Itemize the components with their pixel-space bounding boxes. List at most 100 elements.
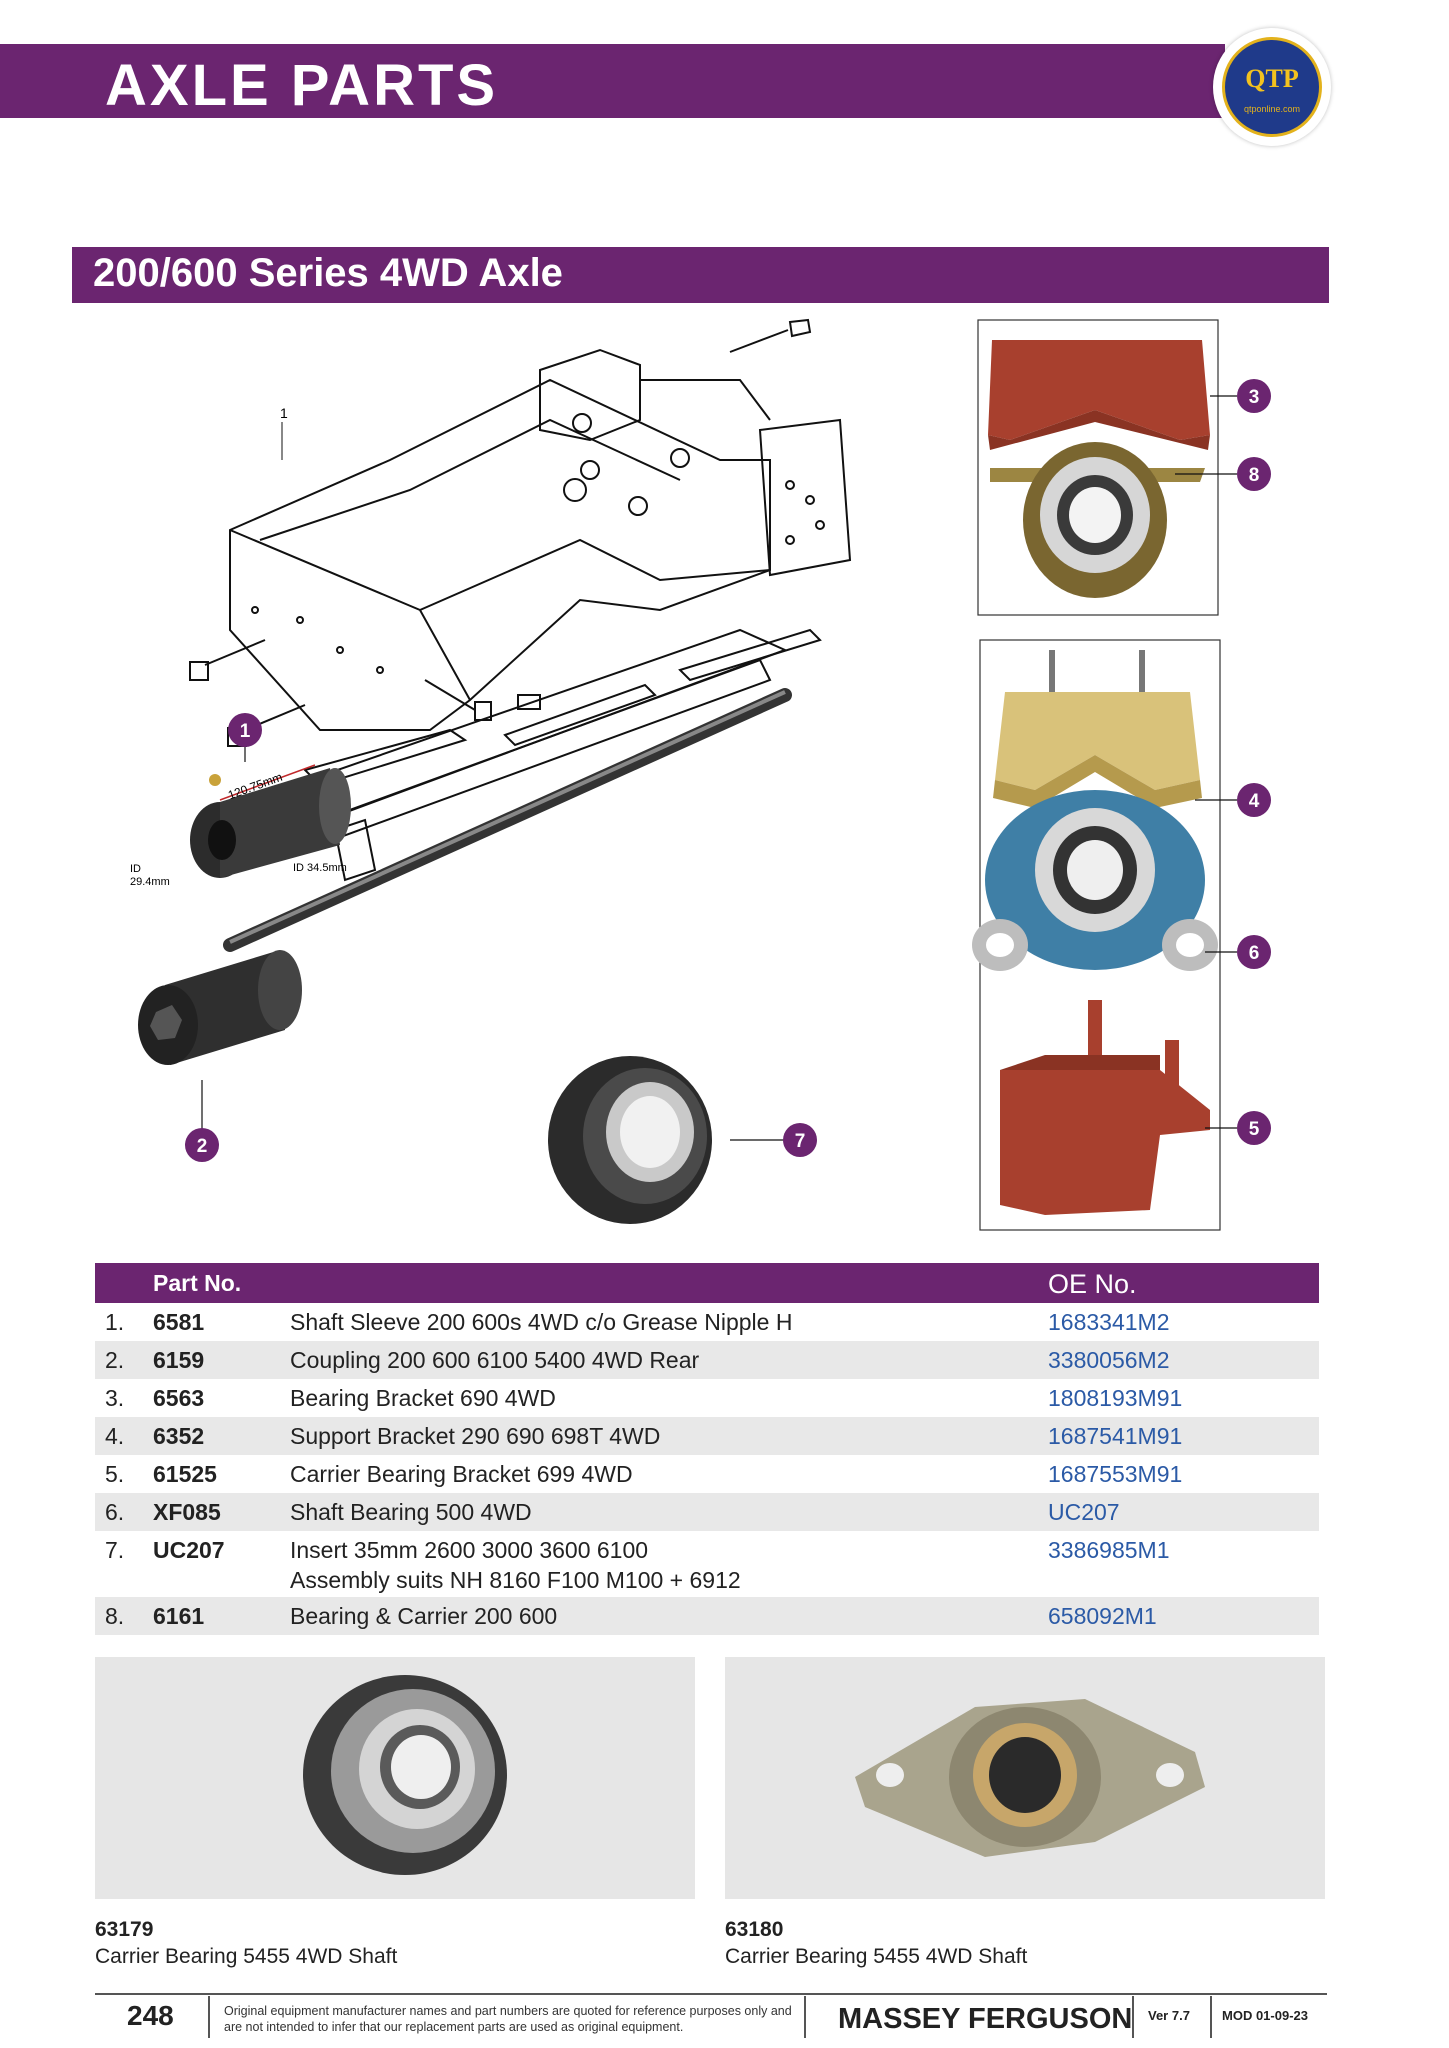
footer-separator — [208, 1996, 210, 2038]
part-description: Shaft Bearing 500 4WD — [290, 1499, 532, 1525]
page-title: AXLE PARTS — [105, 53, 499, 118]
footer-separator — [804, 1996, 806, 2038]
callout-1: 1 — [228, 713, 262, 747]
table-row: 1. 6581 Shaft Sleeve 200 600s 4WD c/o Gr… — [95, 1303, 1319, 1341]
frame-label: 1 — [280, 405, 288, 421]
axle-frame-drawing — [229, 348, 852, 731]
svg-text:7: 7 — [795, 1131, 806, 1152]
part-number: 6352 — [153, 1423, 205, 1449]
part-description: Bearing Bracket 690 4WD — [290, 1385, 556, 1411]
callout-5: 5 — [1237, 1111, 1271, 1145]
dimension-id-left: ID — [130, 863, 141, 875]
row-number: 3. — [105, 1385, 125, 1411]
table-row: 8. 6161 Bearing & Carrier 200 600 658092… — [95, 1597, 1319, 1635]
footer-mod-date: MOD 01-09-23 — [1222, 2008, 1308, 2023]
callout-8: 8 — [1237, 457, 1271, 491]
row-number: 6. — [105, 1499, 125, 1525]
header-oe-no: OE No. — [1048, 1269, 1137, 1299]
table-row: 6. XF085 Shaft Bearing 500 4WD UC207 — [95, 1493, 1319, 1531]
footer-version: Ver 7.7 — [1148, 2008, 1190, 2023]
part-number: 6159 — [153, 1347, 205, 1373]
svg-text:1: 1 — [240, 721, 251, 742]
callout-7: 7 — [783, 1123, 817, 1157]
part-number: 6581 — [153, 1309, 205, 1335]
parts-table: Part No. OE No. 1. 6581 Shaft Sleeve 200… — [95, 1263, 1319, 1635]
part-description: Support Bracket 290 690 698T 4WD — [290, 1423, 661, 1449]
part-number: 6563 — [153, 1385, 205, 1411]
qtp-logo: QTP qtponline.com — [1213, 28, 1331, 146]
row-number: 4. — [105, 1423, 125, 1449]
part-description: Coupling 200 600 6100 5400 4WD Rear — [290, 1347, 700, 1373]
part-number: 6161 — [153, 1603, 205, 1629]
callout-2: 2 — [185, 1128, 219, 1162]
part-number: 61525 — [153, 1461, 217, 1487]
oe-number: UC207 — [1048, 1499, 1120, 1525]
footer-disclaimer: Original equipment manufacturer names an… — [224, 2004, 792, 2034]
table-header: Part No. OE No. — [95, 1263, 1319, 1303]
bearing-bracket-image — [988, 340, 1210, 450]
svg-text:3: 3 — [1249, 387, 1260, 408]
svg-text:4: 4 — [1249, 791, 1260, 812]
svg-text:2: 2 — [197, 1136, 208, 1157]
insert-bearing-image — [548, 1056, 712, 1224]
logo-badge: QTP qtponline.com — [1222, 37, 1322, 137]
oe-number: 1687553M91 — [1048, 1461, 1183, 1487]
row-number: 1. — [105, 1309, 125, 1335]
carrier-bearing-photo — [303, 1675, 507, 1875]
coupling-image — [138, 950, 302, 1065]
oe-number: 3380056M2 — [1048, 1347, 1170, 1373]
dimension-line — [219, 764, 316, 801]
table-row: 4. 6352 Support Bracket 290 690 698T 4WD… — [95, 1417, 1319, 1455]
logo-text: QTP — [1245, 64, 1299, 93]
table-row: 5. 61525 Carrier Bearing Bracket 699 4WD… — [95, 1455, 1319, 1493]
shaft-bearing-image — [972, 790, 1218, 971]
footer-brand: MASSEY FERGUSON — [838, 2003, 1133, 2035]
photo-2-description: Carrier Bearing 5455 4WD Shaft — [725, 1945, 1028, 1968]
axle-parts-diagram: 1 120.75mm ID 29.4mm ID 34.5mm — [130, 318, 1271, 1231]
support-bracket-image — [993, 650, 1202, 808]
row-number: 2. — [105, 1347, 125, 1373]
product-photo-1 — [95, 1657, 695, 1899]
product-photo-2 — [725, 1657, 1325, 1899]
shield-drawing — [277, 628, 822, 882]
logo-url: qtponline.com — [1243, 104, 1301, 114]
photo-1-part-number: 63179 — [95, 1918, 154, 1941]
photo-2-part-number: 63180 — [725, 1918, 784, 1941]
table-row: 3. 6563 Bearing Bracket 690 4WD 1808193M… — [95, 1379, 1319, 1417]
part-description: Carrier Bearing Bracket 699 4WD — [290, 1461, 633, 1487]
table-row: 2. 6159 Coupling 200 600 6100 5400 4WD R… — [95, 1341, 1319, 1379]
header-bar — [0, 44, 1225, 118]
row-number: 7. — [105, 1537, 125, 1563]
page-number: 248 — [127, 2000, 174, 2031]
table-row: 7. UC207 Insert 35mm 2600 3000 3600 6100… — [95, 1531, 1319, 1597]
flange-bearing-photo — [855, 1699, 1205, 1857]
part-description: Insert 35mm 2600 3000 3600 6100 — [290, 1537, 649, 1563]
bearing-carrier-image — [990, 442, 1205, 598]
section-bar — [72, 247, 1329, 303]
drive-shaft-drawing — [223, 688, 792, 952]
oe-number: 1683341M2 — [1048, 1309, 1170, 1335]
carrier-bearing-bracket-image — [1000, 1000, 1210, 1215]
header-part-no: Part No. — [153, 1270, 242, 1296]
part-number: UC207 — [153, 1537, 225, 1563]
svg-text:5: 5 — [1249, 1119, 1260, 1140]
callout-6: 6 — [1237, 935, 1271, 969]
part-description: Bearing & Carrier 200 600 — [290, 1603, 558, 1629]
oe-number: 3386985M1 — [1048, 1537, 1170, 1563]
svg-text:8: 8 — [1249, 465, 1260, 486]
part-description: Shaft Sleeve 200 600s 4WD c/o Grease Nip… — [290, 1309, 793, 1335]
footer-separator — [1210, 1996, 1212, 2038]
dimension-id-left-value: 29.4mm — [130, 876, 170, 888]
callout-4: 4 — [1237, 783, 1271, 817]
svg-text:6: 6 — [1249, 943, 1260, 964]
oe-number: 1808193M91 — [1048, 1385, 1183, 1411]
part-description-line2: Assembly suits NH 8160 F100 M100 + 6912 — [290, 1567, 741, 1593]
photo-1-description: Carrier Bearing 5455 4WD Shaft — [95, 1945, 398, 1968]
callout-3: 3 — [1237, 379, 1271, 413]
oe-number: 1687541M91 — [1048, 1423, 1183, 1449]
section-title: 200/600 Series 4WD Axle — [93, 251, 563, 295]
footer-separator — [1132, 1996, 1134, 2038]
dimension-id-right: ID 34.5mm — [293, 862, 347, 874]
footer-divider — [95, 1993, 1327, 1995]
row-number: 5. — [105, 1461, 125, 1487]
